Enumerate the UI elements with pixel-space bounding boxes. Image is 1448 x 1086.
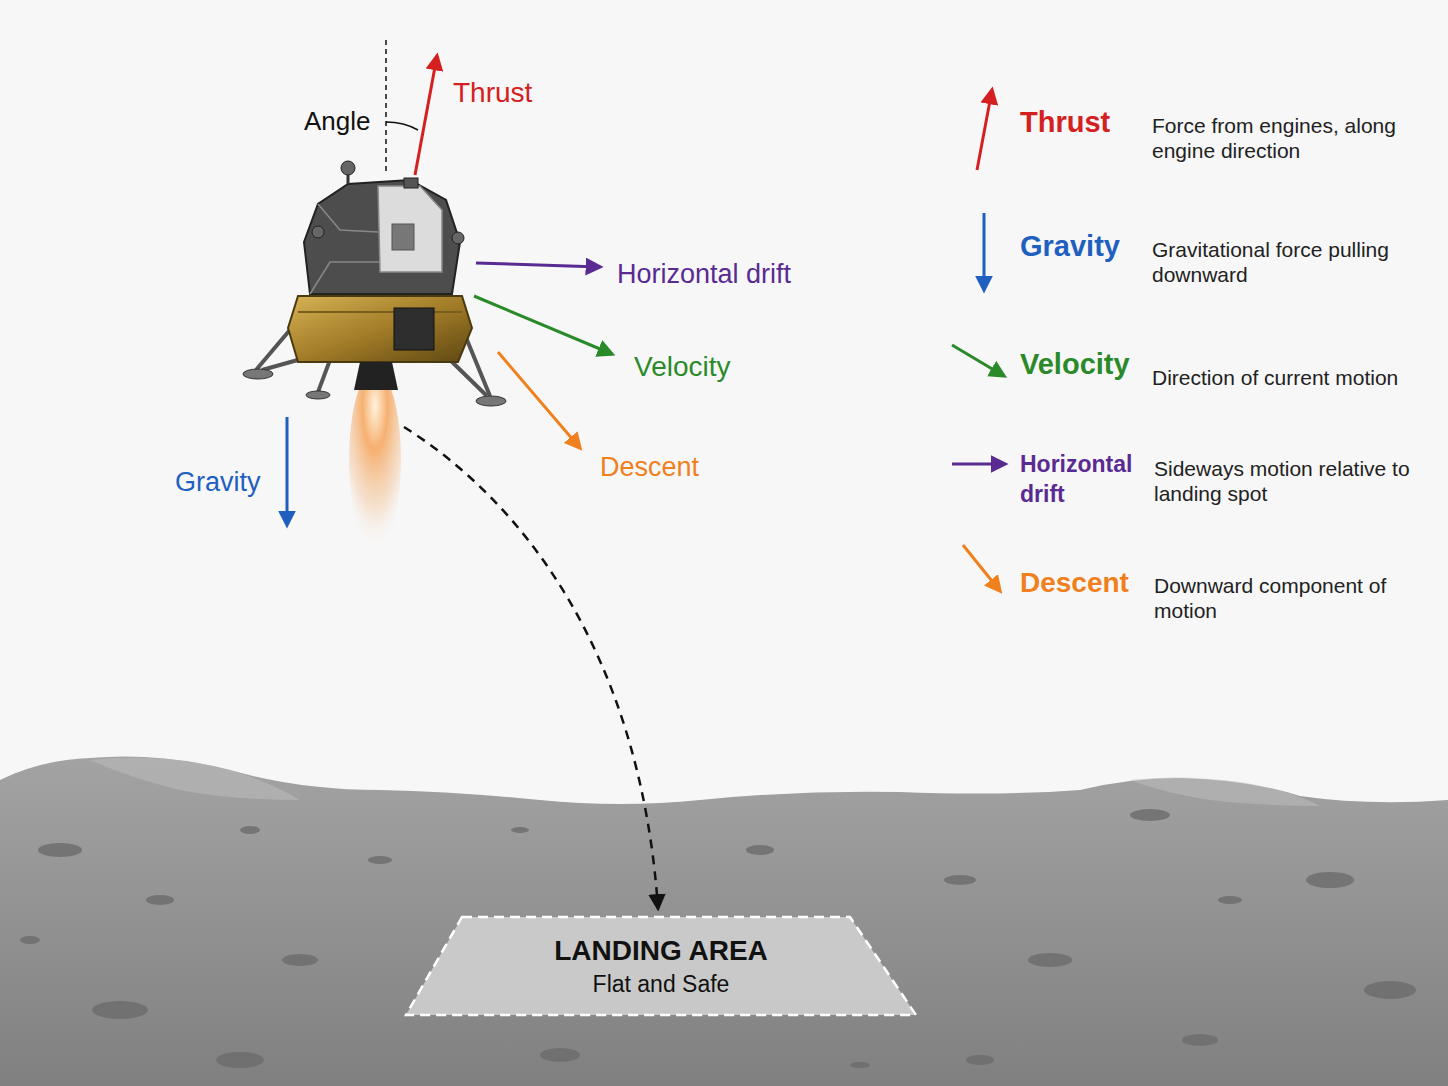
crater [1218,896,1242,904]
vector-label: Velocity [634,350,731,384]
vector-label: Thrust [453,76,532,110]
facet-line [318,204,378,232]
thruster [452,232,464,244]
vertical-reference [385,40,387,175]
drift-arrow [476,263,600,267]
legend-description: Sideways motion relative to landing spot [1154,456,1416,506]
hill-shade [1130,777,1320,806]
thruster [312,226,324,238]
velocity-arrow [474,296,612,354]
legend-description: Direction of current motion [1152,365,1414,390]
crater [240,826,260,834]
legend-title: Velocity [1020,347,1130,382]
panel-line [298,311,462,313]
crater [1306,872,1354,888]
legend-description: Downward component of motion [1154,573,1416,623]
area-subtitle: Flat and Safe [593,971,730,998]
facet-line [310,262,380,294]
legend-arrow [952,463,1005,466]
legend-arrow [952,345,1004,376]
crater [216,1052,264,1068]
legend-description: Force from engines, along engine directi… [1152,113,1414,163]
vector-label: Gravity [175,466,261,498]
vector-label: Horizontal drift [617,258,791,290]
legend-title: Gravity [1020,229,1120,264]
vector-label: Descent [600,451,699,483]
ascent-window [392,224,414,250]
landing-area-shape [406,917,916,1015]
footpad [306,391,330,399]
legend-description: Gravitational force pulling downward [1152,237,1414,287]
crater [92,1001,148,1019]
antenna-mount [404,178,418,188]
ascent-panel [378,186,442,272]
lunar-lander [243,161,506,406]
engine-flame [349,370,401,550]
descent-arrow [498,352,580,448]
crater [511,827,529,833]
lunar-ground [0,757,1448,1086]
footpad [476,396,506,406]
leg-strut [448,358,487,396]
hill-shade [90,758,300,800]
footpad [243,369,273,379]
trajectory-path [404,427,658,908]
descent-stage [288,296,472,362]
crater [282,954,318,966]
area-title: LANDING AREA [554,935,768,967]
angle-label: Angle [304,106,371,137]
legend-title: Thrust [1020,105,1110,140]
crater [146,895,174,905]
angle-arc [386,122,418,130]
legend-arrow [977,90,992,170]
engine-nozzle [354,362,398,390]
crater [944,875,976,885]
craters [20,809,1416,1068]
descent-panel [394,308,434,350]
crater [20,936,40,944]
landing-area: LANDING AREA Flat and Safe [406,917,916,1015]
legend-title: Horizontal drift [1020,450,1145,510]
gravity-arrow [286,417,289,525]
crater [38,843,82,857]
crater [746,845,774,855]
crater [368,856,392,864]
crater [1028,953,1072,967]
crater [850,1062,870,1068]
landing-area-outline [406,917,916,1015]
legend-title: Descent [1020,566,1129,600]
crater [1364,981,1416,999]
ascent-stage [304,180,460,294]
crater [966,1055,994,1065]
thrust-arrow [415,56,437,175]
crater [1130,809,1170,821]
crater [540,1048,580,1062]
legend-arrow [963,545,1000,591]
crater [1182,1034,1218,1046]
antenna-dish [341,161,355,175]
leg [318,360,330,392]
legend-arrow [983,213,986,290]
